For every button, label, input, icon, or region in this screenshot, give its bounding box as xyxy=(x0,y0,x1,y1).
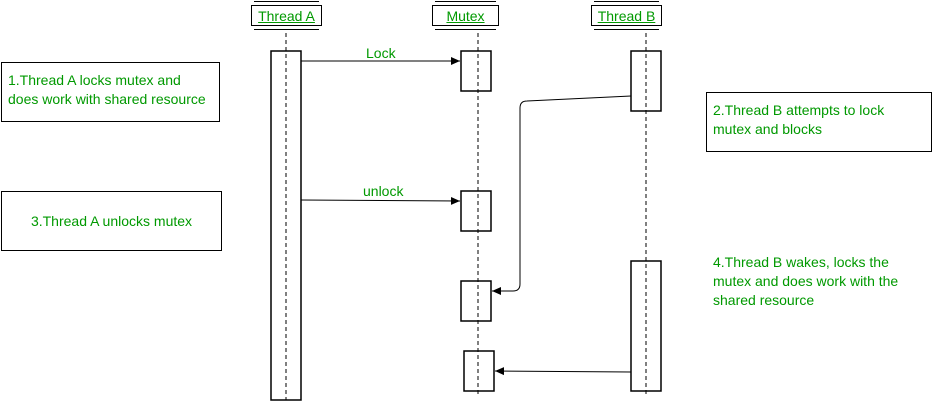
note-step-1: 1.Thread A locks mutex and does work wit… xyxy=(1,62,220,122)
arrow-unlock xyxy=(300,196,461,205)
note-step-4-line-2: mutex and does work with the xyxy=(713,273,899,289)
activation-thread-b-block xyxy=(630,50,662,112)
arrow-thread-b-return xyxy=(494,367,632,376)
note-step-2: 2.Thread B attempts to lock mutex and bl… xyxy=(706,92,932,152)
message-label-unlock: unlock xyxy=(363,183,404,199)
activation-thread-b-work xyxy=(630,260,662,392)
note-step-2-line-2: mutex and blocks xyxy=(713,121,822,137)
note-step-4-line-1: 4.Thread B wakes, locks the xyxy=(713,254,889,270)
message-label-lock: Lock xyxy=(366,45,396,61)
note-step-3: 3.Thread A unlocks mutex xyxy=(1,191,222,251)
activation-mutex-final xyxy=(463,350,495,392)
note-step-2-line-1: 2.Thread B attempts to lock xyxy=(713,102,885,118)
note-step-1-line-2: does work with shared resource xyxy=(8,91,206,107)
note-step-1-line-1: 1.Thread A locks mutex and xyxy=(8,72,181,88)
note-step-4: 4.Thread B wakes, locks the mutex and do… xyxy=(713,253,928,310)
activation-mutex-unlock xyxy=(460,190,492,232)
activation-mutex-wake xyxy=(460,280,492,322)
activation-thread-a xyxy=(270,50,302,401)
participant-mutex: Mutex xyxy=(432,1,499,30)
arrow-thread-b-wait xyxy=(492,95,632,295)
activation-mutex-lock xyxy=(460,50,492,92)
note-step-4-line-3: shared resource xyxy=(713,292,815,308)
participant-thread-a: Thread A xyxy=(251,1,322,30)
participant-thread-b: Thread B xyxy=(591,1,662,30)
